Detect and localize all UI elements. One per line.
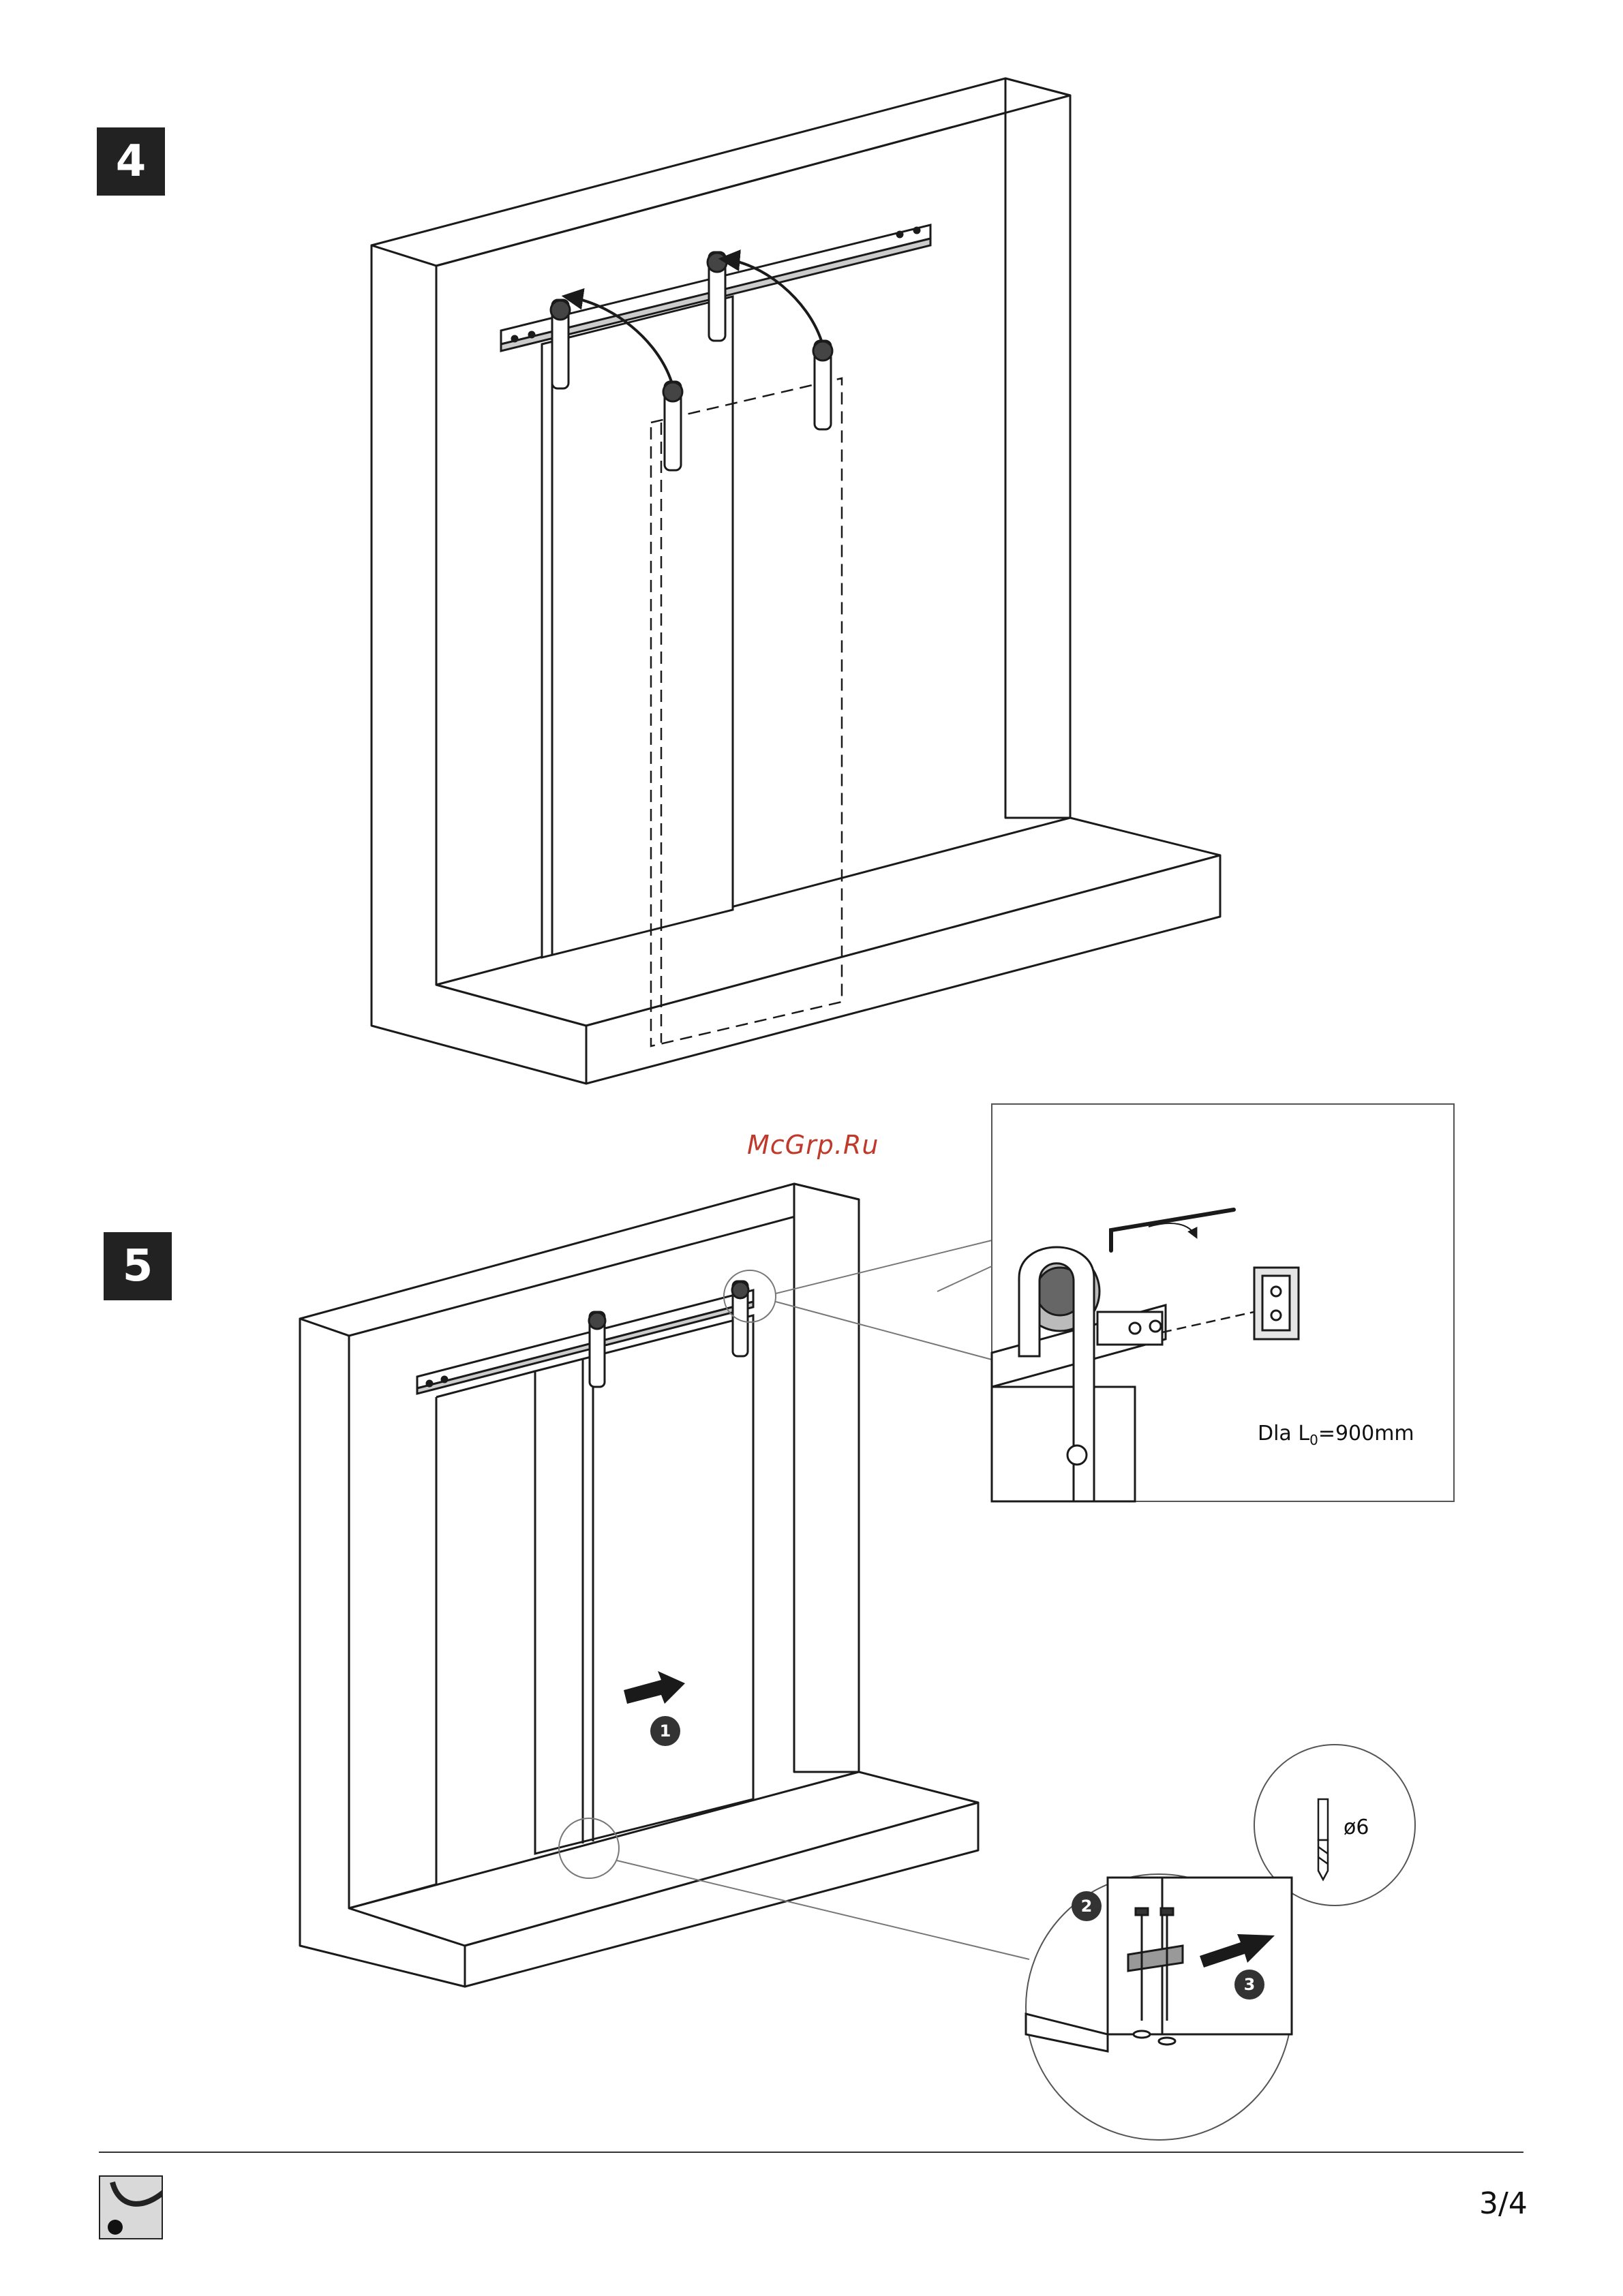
step4-wall [371,78,1220,1084]
footer-divider [99,2152,1523,2153]
company-logo-icon [99,2175,163,2239]
marker-3: 3 [1234,1970,1264,2000]
detail-dimension-label: Dla L0=900mm [1258,1422,1414,1448]
step4-door-installed [542,296,733,958]
step5-door [535,1315,753,1854]
drill-diameter-label: ø6 [1344,1816,1369,1839]
page-number: 3/4 [1479,2186,1528,2221]
marker-2: 2 [1072,1891,1102,1921]
marker-1: 1 [650,1716,680,1746]
drill-bit-icon [1318,1799,1328,1880]
